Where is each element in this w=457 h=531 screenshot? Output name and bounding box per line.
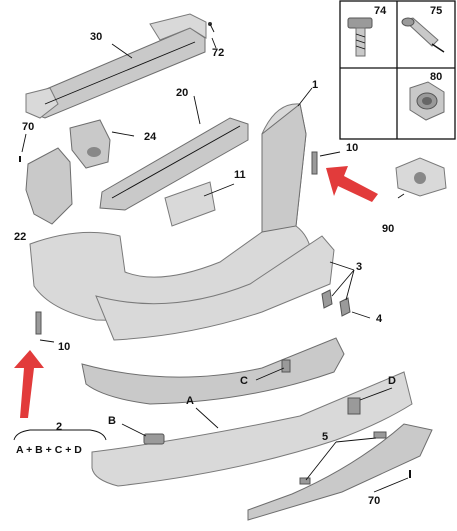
side-bracket-22-part	[25, 147, 73, 225]
callout-20: 20	[176, 87, 188, 99]
part-C-icon	[281, 359, 291, 373]
rivet-75-icon	[401, 17, 445, 53]
absorber-20-part	[99, 117, 249, 211]
kit-bracket	[13, 429, 107, 441]
diffuser-part	[81, 337, 345, 405]
clip-10-right-icon	[311, 151, 318, 175]
bumper-cover-1-part	[29, 103, 313, 321]
callout-3: 3	[356, 261, 362, 273]
nut-80-icon	[409, 81, 445, 121]
screw-74-icon	[347, 17, 373, 57]
plate-11-part	[164, 181, 216, 227]
callout-5: 5	[322, 431, 328, 443]
callout-A: A	[186, 395, 194, 407]
kit-formula-label: A + B + C + D	[16, 444, 82, 456]
callout-72: 72	[212, 47, 224, 59]
kit-quantity-label: 2	[56, 421, 62, 433]
highlight-arrow-left-icon	[14, 350, 44, 418]
callout-24: 24	[144, 131, 157, 143]
reflector-3-part	[321, 289, 333, 309]
callout-90: 90	[382, 223, 394, 235]
callout-70-bottom: 70	[368, 495, 380, 507]
callout-80: 80	[430, 71, 442, 83]
callout-75: 75	[430, 5, 442, 17]
sensor-90-part	[395, 157, 447, 197]
part-D-icon	[347, 397, 361, 415]
callout-22: 22	[14, 231, 26, 243]
highlight-arrow-right-icon	[326, 166, 378, 202]
lower-trim-A-part	[91, 371, 413, 487]
reinforcement-beam-part	[25, 13, 207, 119]
callout-1: 1	[312, 79, 318, 91]
clip-10-left-icon	[35, 311, 42, 335]
skid-plate-part	[247, 423, 433, 521]
callout-4: 4	[376, 313, 383, 325]
callout-C: C	[240, 375, 248, 387]
cap-4-part	[339, 297, 351, 317]
bracket-24-part	[69, 119, 111, 169]
leader-lines	[21, 37, 409, 493]
bracket-5-part	[299, 431, 387, 485]
callout-30: 30	[90, 31, 102, 43]
callout-10-left: 10	[58, 341, 70, 353]
callout-70-top: 70	[22, 121, 34, 133]
callout-11: 11	[234, 169, 246, 181]
part-B-icon	[143, 433, 165, 445]
lower-bumper-panel-part	[95, 235, 335, 341]
callout-B: B	[108, 415, 116, 427]
fastener-box-group: 74 75 80	[339, 0, 456, 140]
callout-D: D	[388, 375, 396, 387]
screw-72-icon	[208, 22, 215, 33]
callout-74: 74	[374, 5, 387, 17]
callout-10-right: 10	[346, 142, 358, 154]
